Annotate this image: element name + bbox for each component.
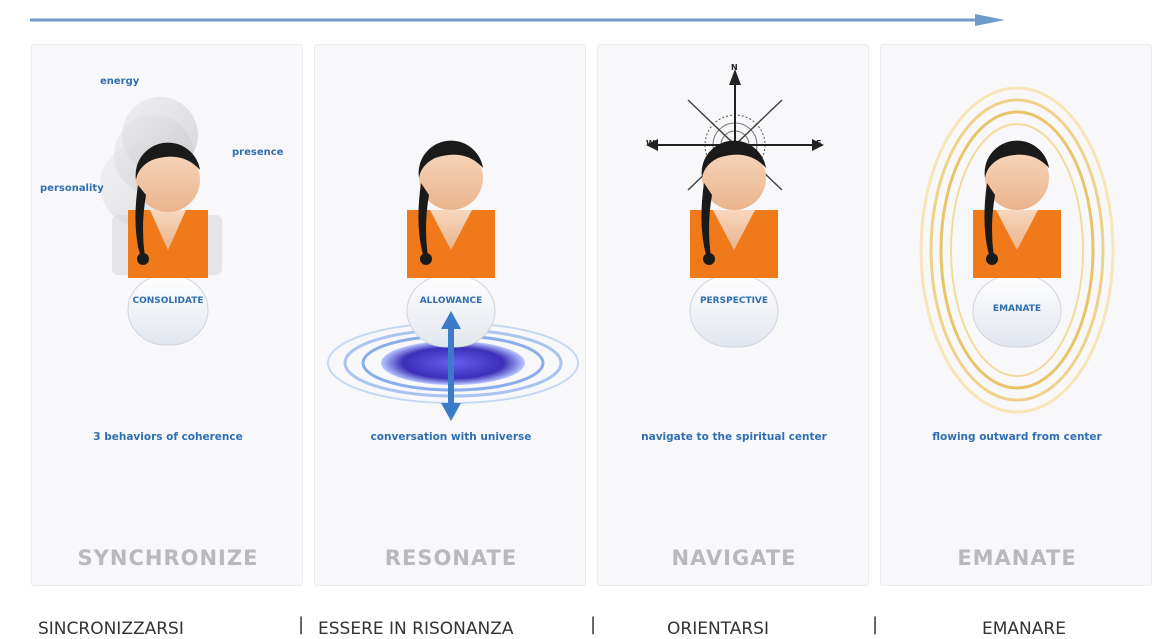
footer-separator-1: | (298, 614, 305, 635)
footer-label-risonanza: ESSERE IN RISONANZA (318, 619, 514, 639)
aura-rings (919, 86, 1115, 414)
badge-perspective: PERSPECTIVE (699, 296, 769, 306)
compass-n-label: N (731, 63, 738, 72)
panel-navigate: N W E PERSPECTIVE navigate to the spirit… (597, 44, 869, 586)
title-navigate: NAVIGATE (671, 546, 797, 570)
person-figure (689, 140, 779, 348)
person-figure (127, 142, 209, 346)
caption-synchronize: 3 behaviors of coherence (93, 431, 243, 443)
tag-energy: energy (100, 76, 140, 87)
timeline-arrow (30, 14, 1005, 26)
title-emanate: EMANATE (957, 546, 1077, 570)
tag-personality: personality (40, 183, 104, 194)
figure-perspective (646, 69, 824, 348)
footer-separator-2: | (590, 614, 597, 635)
caption-emanate: flowing outward from center (932, 431, 1102, 443)
title-synchronize: SYNCHRONIZE (77, 546, 259, 570)
footer-label-emanare: EMANARE (982, 619, 1066, 639)
badge-emanate: EMANATE (992, 304, 1042, 314)
panel-resonate: ALLOWANCE conversation with universe RES… (314, 44, 586, 586)
caption-resonate: conversation with universe (370, 431, 532, 443)
compass-e-label: E (816, 139, 822, 148)
figure-emanate (919, 86, 1115, 414)
compass-w-label: W (646, 139, 655, 148)
person-figure (972, 140, 1062, 348)
caption-navigate: navigate to the spiritual center (641, 431, 827, 443)
footer-label-orientarsi: ORIENTARSI (667, 619, 769, 639)
title-resonate: RESONATE (384, 546, 518, 570)
panel-synchronize: energy presence personality CONSOLIDATE … (31, 44, 303, 586)
panel-emanate: EMANATE flowing outward from center EMAN… (880, 44, 1152, 586)
badge-consolidate: CONSOLIDATE (132, 296, 204, 306)
footer-label-sincronizzarsi: SINCRONIZZARSI (38, 619, 184, 639)
tag-presence: presence (232, 147, 284, 158)
figure-consolidate (100, 97, 222, 346)
figure-allowance (327, 140, 579, 421)
footer-separator-3: | (872, 614, 879, 635)
badge-allowance: ALLOWANCE (419, 296, 483, 306)
